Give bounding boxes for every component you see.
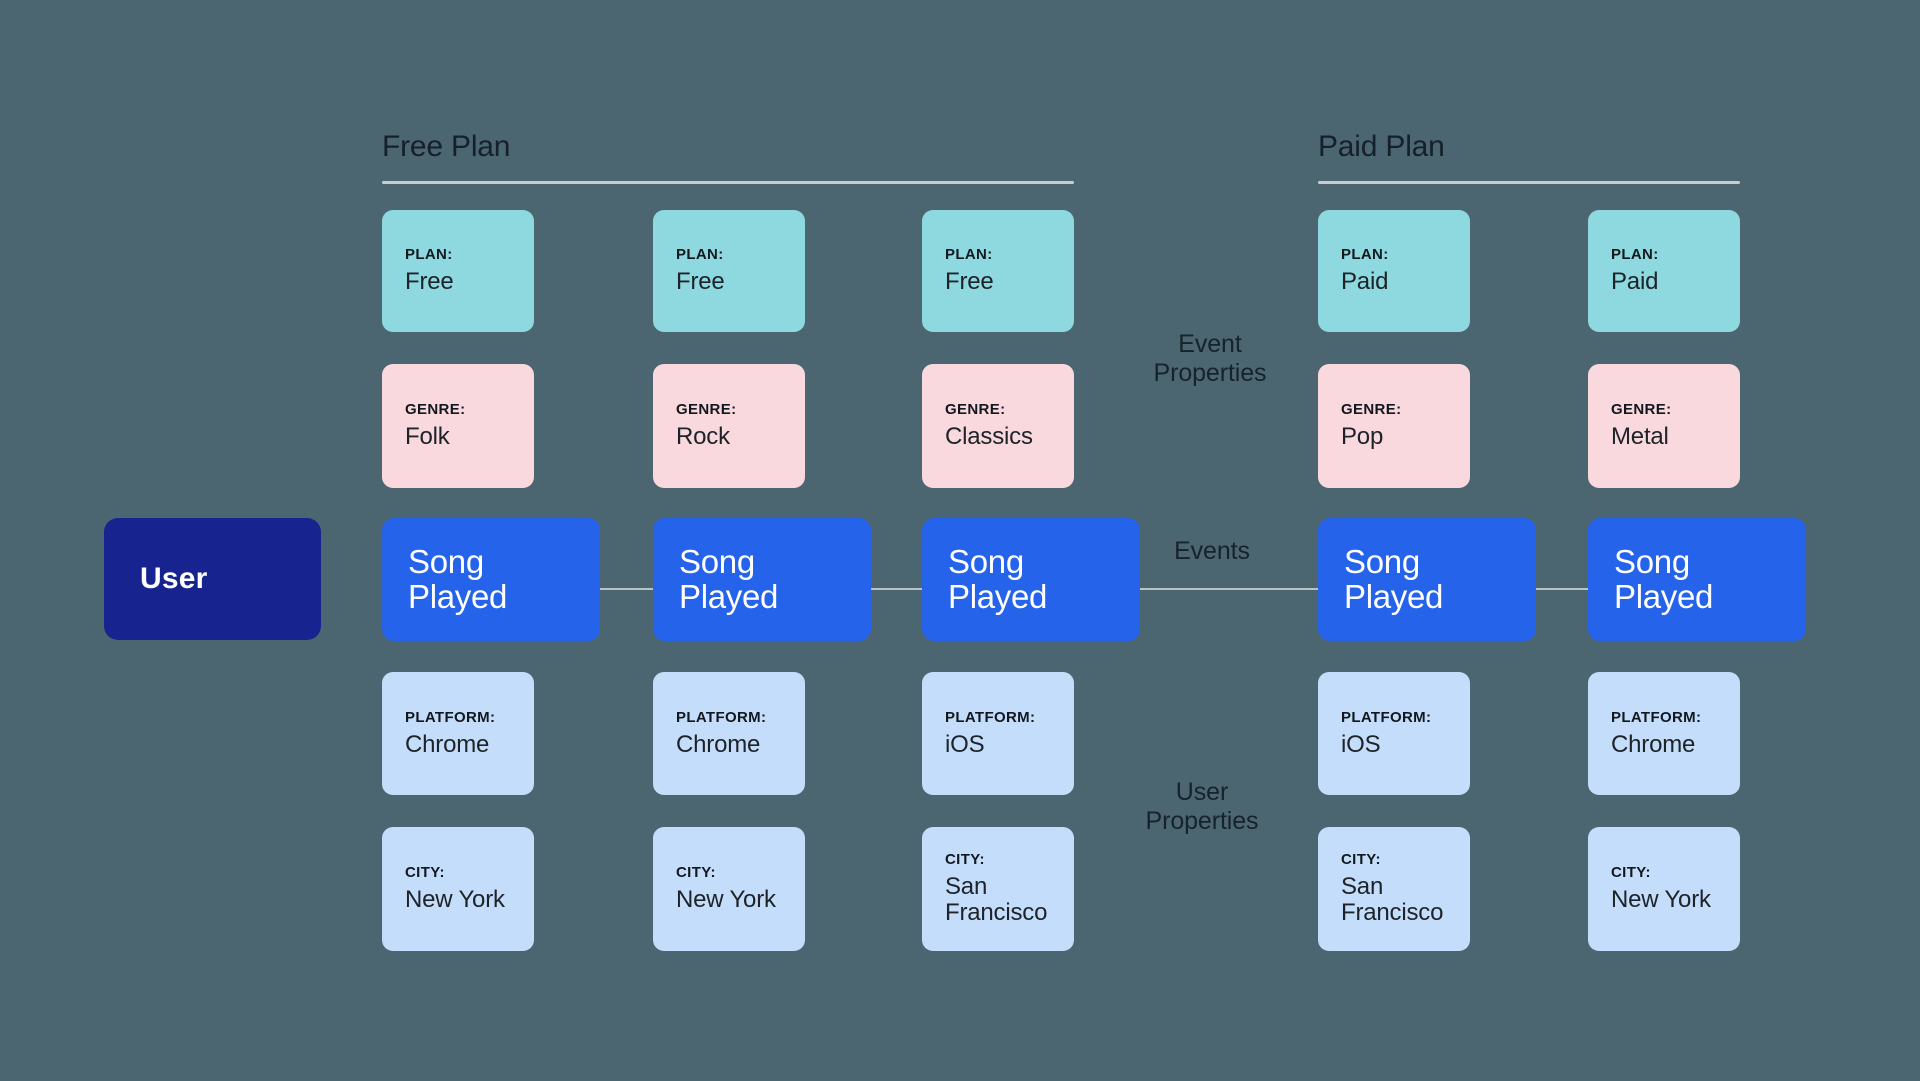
- property-value: Paid: [1611, 268, 1659, 296]
- event-property-card-plan[interactable]: PLAN: Paid: [1588, 210, 1740, 332]
- event-property-card-plan[interactable]: PLAN: Free: [382, 210, 534, 332]
- user-property-card-city[interactable]: CITY: New York: [1588, 827, 1740, 951]
- property-value: Chrome: [1611, 730, 1696, 758]
- property-key: PLATFORM:: [1341, 708, 1432, 726]
- property-value: New York: [405, 886, 505, 914]
- user-entity-label: User: [140, 562, 208, 595]
- property-key: PLATFORM:: [676, 708, 767, 726]
- event-property-card-genre[interactable]: GENRE: Classics: [922, 364, 1074, 488]
- property-key: CITY:: [676, 864, 716, 882]
- property-value: Rock: [676, 423, 730, 451]
- event-connector-1: [600, 588, 655, 590]
- property-key: GENRE:: [945, 401, 1006, 419]
- event-box[interactable]: Song Played: [653, 518, 871, 641]
- event-property-card-genre[interactable]: GENRE: Folk: [382, 364, 534, 488]
- property-key: PLAN:: [405, 246, 453, 264]
- group-title-free-plan: Free Plan: [382, 130, 511, 163]
- event-box[interactable]: Song Played: [1588, 518, 1806, 641]
- event-property-card-plan[interactable]: PLAN: Paid: [1318, 210, 1470, 332]
- event-box[interactable]: Song Played: [382, 518, 600, 641]
- event-connector-3: [1140, 588, 1320, 590]
- user-property-card-platform[interactable]: PLATFORM: iOS: [1318, 672, 1470, 795]
- annotation-event-properties: Event Properties: [1153, 330, 1267, 387]
- property-value: New York: [676, 886, 776, 914]
- user-property-card-platform[interactable]: PLATFORM: Chrome: [1588, 672, 1740, 795]
- property-key: PLATFORM:: [405, 708, 496, 726]
- property-key: CITY:: [1611, 864, 1651, 882]
- property-key: PLATFORM:: [945, 708, 1036, 726]
- property-key: GENRE:: [1611, 401, 1672, 419]
- property-value: Classics: [945, 423, 1033, 451]
- user-property-card-city[interactable]: CITY: San Francisco: [1318, 827, 1470, 951]
- event-label: Song Played: [948, 543, 1048, 615]
- property-value: Free: [405, 268, 454, 296]
- property-value: Free: [945, 268, 994, 296]
- property-key: PLAN:: [676, 246, 724, 264]
- property-value: Chrome: [405, 730, 490, 758]
- event-label: Song Played: [1614, 543, 1714, 615]
- property-value: Folk: [405, 423, 450, 451]
- user-property-card-platform[interactable]: PLATFORM: Chrome: [382, 672, 534, 795]
- user-property-card-city[interactable]: CITY: New York: [653, 827, 805, 951]
- property-key: GENRE:: [676, 401, 737, 419]
- property-value: San Francisco: [1341, 873, 1444, 926]
- event-property-card-genre[interactable]: GENRE: Metal: [1588, 364, 1740, 488]
- event-label: Song Played: [679, 543, 779, 615]
- event-label: Song Played: [1344, 543, 1444, 615]
- property-key: PLAN:: [1341, 246, 1389, 264]
- user-property-card-platform[interactable]: PLATFORM: Chrome: [653, 672, 805, 795]
- user-entity-box[interactable]: User: [104, 518, 321, 640]
- user-property-card-city[interactable]: CITY: San Francisco: [922, 827, 1074, 951]
- property-key: GENRE:: [405, 401, 466, 419]
- annotation-events: Events: [1174, 537, 1250, 565]
- property-key: PLATFORM:: [1611, 708, 1702, 726]
- property-value: Paid: [1341, 268, 1389, 296]
- event-box[interactable]: Song Played: [922, 518, 1140, 641]
- event-property-card-genre[interactable]: GENRE: Pop: [1318, 364, 1470, 488]
- user-property-card-city[interactable]: CITY: New York: [382, 827, 534, 951]
- property-key: GENRE:: [1341, 401, 1402, 419]
- event-connector-4: [1536, 588, 1590, 590]
- annotation-user-properties: User Properties: [1145, 778, 1259, 835]
- event-label: Song Played: [408, 543, 508, 615]
- property-key: PLAN:: [1611, 246, 1659, 264]
- property-value: iOS: [1341, 730, 1381, 758]
- event-property-card-plan[interactable]: PLAN: Free: [653, 210, 805, 332]
- group-rule-paid-plan: [1318, 181, 1740, 184]
- group-rule-free-plan: [382, 181, 1074, 184]
- property-key: CITY:: [405, 864, 445, 882]
- event-property-card-plan[interactable]: PLAN: Free: [922, 210, 1074, 332]
- group-title-paid-plan: Paid Plan: [1318, 130, 1445, 163]
- property-value: Pop: [1341, 423, 1384, 451]
- property-key: PLAN:: [945, 246, 993, 264]
- property-key: CITY:: [945, 851, 985, 869]
- property-value: Chrome: [676, 730, 761, 758]
- property-value: Metal: [1611, 423, 1669, 451]
- event-property-card-genre[interactable]: GENRE: Rock: [653, 364, 805, 488]
- property-value: Free: [676, 268, 725, 296]
- event-connector-2: [871, 588, 924, 590]
- event-box[interactable]: Song Played: [1318, 518, 1536, 641]
- property-value: New York: [1611, 886, 1711, 914]
- property-value: iOS: [945, 730, 985, 758]
- user-property-card-platform[interactable]: PLATFORM: iOS: [922, 672, 1074, 795]
- property-key: CITY:: [1341, 851, 1381, 869]
- property-value: San Francisco: [945, 873, 1048, 926]
